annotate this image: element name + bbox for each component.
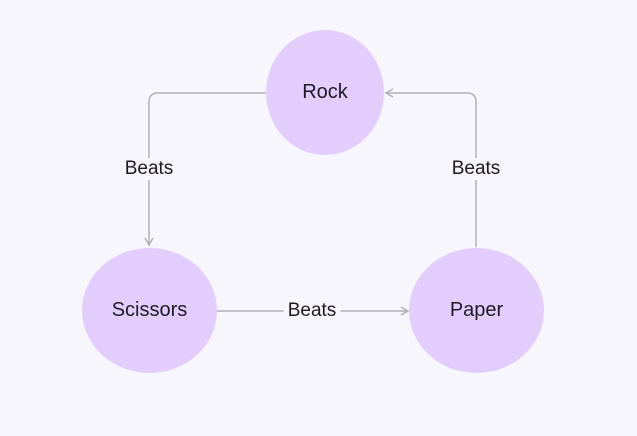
edge-label-scissors-paper: Beats — [283, 300, 341, 322]
node-rock-label: Rock — [302, 81, 348, 103]
edge-paper-rock — [384, 88, 477, 247]
node-paper: Paper — [409, 248, 544, 373]
edge-label-paper-rock: Beats — [447, 158, 505, 180]
node-paper-label: Paper — [449, 299, 504, 321]
node-scissors: Scissors — [82, 248, 217, 373]
node-scissors-label: Scissors — [111, 299, 188, 321]
node-rock: Rock — [266, 30, 384, 155]
edge-label-rock-scissors: Beats — [120, 158, 178, 180]
edge-rock-scissors — [144, 92, 266, 247]
